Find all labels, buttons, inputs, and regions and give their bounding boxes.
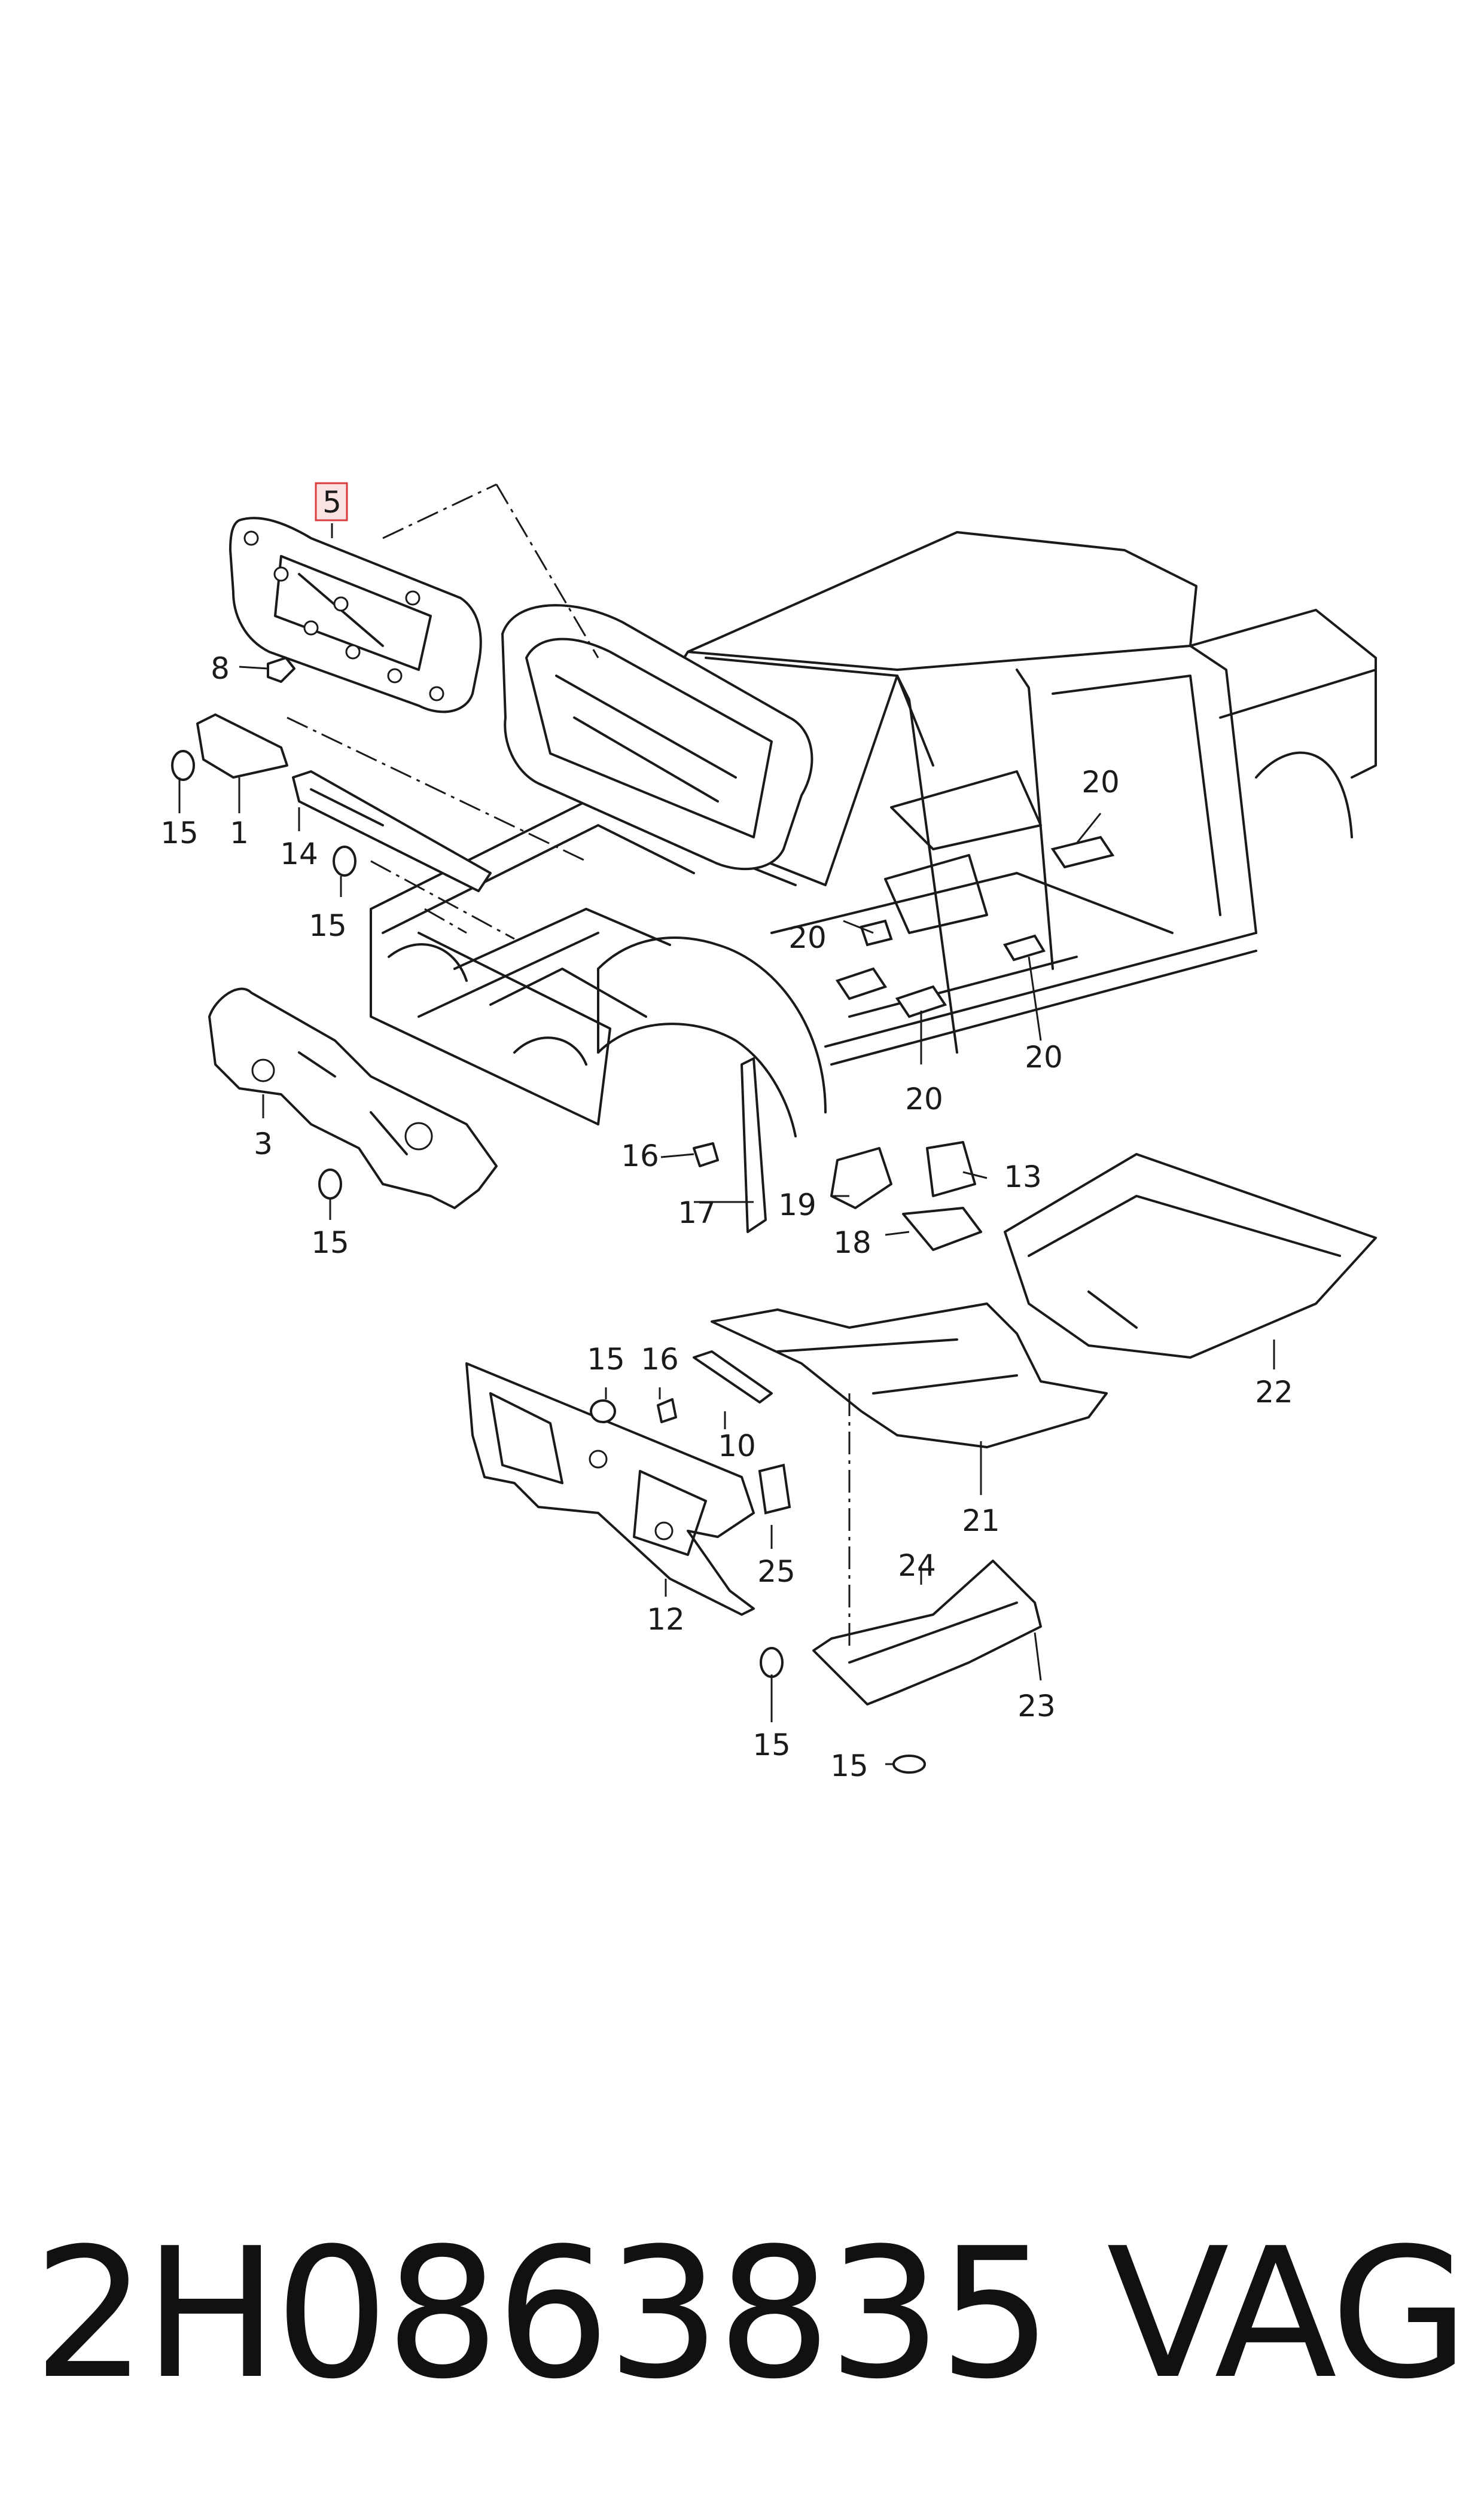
callout: 15: [309, 908, 347, 943]
callout: 15: [587, 1342, 625, 1377]
part-18-plate: [902, 1207, 982, 1251]
callout: 13: [1004, 1160, 1042, 1194]
callout: 25: [757, 1554, 796, 1589]
callout: 20: [1025, 1040, 1063, 1075]
part-21-front-mat: [711, 1302, 1108, 1448]
vehicle-outline: [370, 531, 1377, 1137]
callout: 14: [280, 837, 318, 871]
part-25-pad: [758, 1463, 791, 1515]
leader-dashes: [287, 483, 851, 1650]
part-number: 2H0863835: [33, 2210, 1053, 2418]
callout: 3: [254, 1127, 273, 1161]
brand-label: VAG: [1107, 2210, 1469, 2418]
part-3-side-insulator: [208, 987, 498, 1209]
fasteners-15: [171, 750, 926, 1774]
callout: 15: [830, 1749, 869, 1783]
callout: 16: [621, 1139, 659, 1173]
part-23-tunnel: [812, 1560, 1042, 1706]
callout: 23: [1017, 1689, 1056, 1723]
callout: 20: [788, 920, 827, 955]
callout: 20: [905, 1082, 943, 1116]
callout: 18: [833, 1225, 871, 1260]
callout: 19: [778, 1188, 816, 1222]
part-1-bracket: [196, 713, 288, 779]
callout: 16: [641, 1342, 679, 1377]
callout: 15: [752, 1728, 791, 1762]
callout: 21: [962, 1503, 1000, 1538]
part-20-pads: [835, 835, 1115, 1018]
part-12-bulkhead: [465, 1362, 755, 1616]
callout: 24: [898, 1548, 936, 1583]
callout-5-highlight: [315, 482, 348, 521]
callouts: 5 8 15 1 14 15 3 15 20 20 20 20 16 17 19…: [160, 485, 1293, 1783]
part-16-clip: [693, 1142, 719, 1167]
part-19-pad: [830, 1147, 892, 1209]
callout: 15: [160, 816, 199, 850]
part-17-trim: [741, 1057, 767, 1233]
part-14-seal: [292, 770, 492, 892]
callout: 17: [678, 1195, 716, 1230]
part-13-gaiter: [926, 1141, 976, 1197]
callout: 15: [311, 1225, 349, 1260]
callout: 5: [322, 485, 342, 520]
callout: 12: [647, 1602, 685, 1637]
callout: 20: [1081, 765, 1120, 800]
callout: 8: [211, 651, 230, 686]
part-5-hood-insulator: [229, 517, 482, 713]
leader-lines: [178, 523, 1275, 1765]
callout: 22: [1255, 1375, 1293, 1410]
part-8-clip: [267, 657, 295, 683]
callout: 10: [718, 1429, 756, 1463]
part-10-strip: [693, 1350, 773, 1404]
callout: 1: [230, 816, 249, 850]
part-22-rear-mat: [1004, 1153, 1377, 1359]
